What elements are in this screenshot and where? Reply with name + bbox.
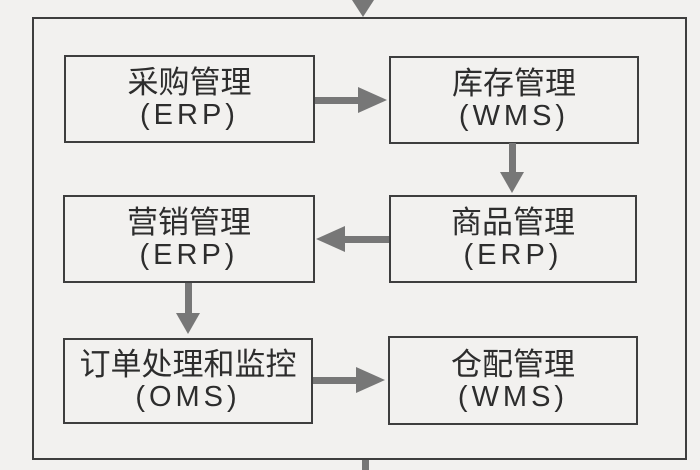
node-title: 营销管理 <box>127 205 251 240</box>
node-title: 仓配管理 <box>451 346 575 382</box>
node-system-label: (ERP) <box>463 239 563 272</box>
system-boundary-box <box>32 17 687 460</box>
node-warehouse-fulfillment-management: 仓配管理 (WMS) <box>388 336 638 425</box>
node-purchase-management: 采购管理 (ERP) <box>64 55 315 143</box>
arrow-right-icon <box>358 87 387 113</box>
node-title: 订单处理和监控 <box>79 347 297 382</box>
arrow-product-to-marketing-shaft <box>344 236 389 243</box>
node-system-label: (WMS) <box>458 100 570 133</box>
arrow-left-icon <box>316 226 345 252</box>
node-title: 商品管理 <box>451 205 575 240</box>
node-marketing-management: 营销管理 (ERP) <box>63 195 315 283</box>
node-system-label: (ERP) <box>139 239 239 272</box>
node-product-management: 商品管理 (ERP) <box>389 195 637 283</box>
node-title: 采购管理 <box>127 65 252 100</box>
node-system-label: (ERP) <box>140 99 239 132</box>
node-order-processing-monitoring: 订单处理和监控 (OMS) <box>63 338 313 424</box>
arrow-down-icon <box>500 172 524 193</box>
node-system-label: (WMS) <box>457 380 569 413</box>
arrow-right-icon <box>356 367 385 393</box>
incoming-arrow-down-icon <box>352 0 374 17</box>
outgoing-connector-stub <box>362 460 369 470</box>
arrow-marketing-to-order-shaft <box>185 283 192 315</box>
arrow-order-to-fulfillment-shaft <box>313 377 358 384</box>
node-system-label: (OMS) <box>135 381 241 414</box>
node-inventory-management: 库存管理 (WMS) <box>389 56 639 144</box>
arrow-purchase-to-inventory-shaft <box>315 97 360 104</box>
arrow-down-icon <box>176 313 200 334</box>
arrow-inventory-to-product-shaft <box>509 143 516 174</box>
node-title: 库存管理 <box>452 66 576 101</box>
